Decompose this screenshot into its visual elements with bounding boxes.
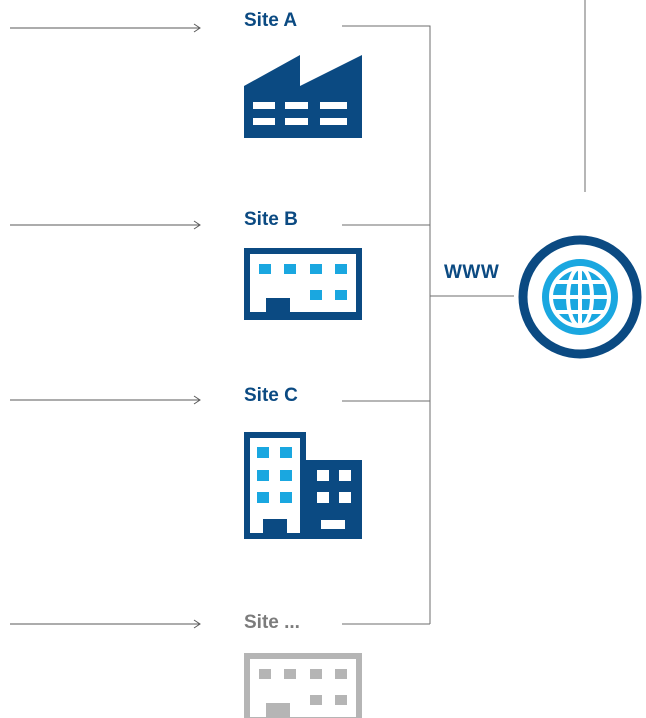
office-building-icon bbox=[244, 248, 362, 320]
factory-icon bbox=[244, 55, 362, 138]
arrow-site-b bbox=[10, 220, 201, 230]
site-c-label: Site C bbox=[244, 385, 298, 406]
connector-lines bbox=[342, 0, 586, 625]
arrow-site-c bbox=[10, 395, 201, 405]
site-b-label: Site B bbox=[244, 209, 298, 230]
office-building-icon bbox=[244, 653, 362, 718]
incoming-arrows bbox=[10, 23, 201, 629]
arrow-site-more bbox=[10, 619, 201, 629]
globe-icon bbox=[518, 235, 642, 359]
arrow-site-a bbox=[10, 23, 201, 33]
site-a-label: Site A bbox=[244, 10, 298, 31]
multi-building-icon bbox=[244, 432, 362, 539]
www-label: WWW bbox=[444, 262, 500, 283]
site-more-label: Site ... bbox=[244, 612, 300, 633]
connector-site-a bbox=[342, 25, 431, 624]
